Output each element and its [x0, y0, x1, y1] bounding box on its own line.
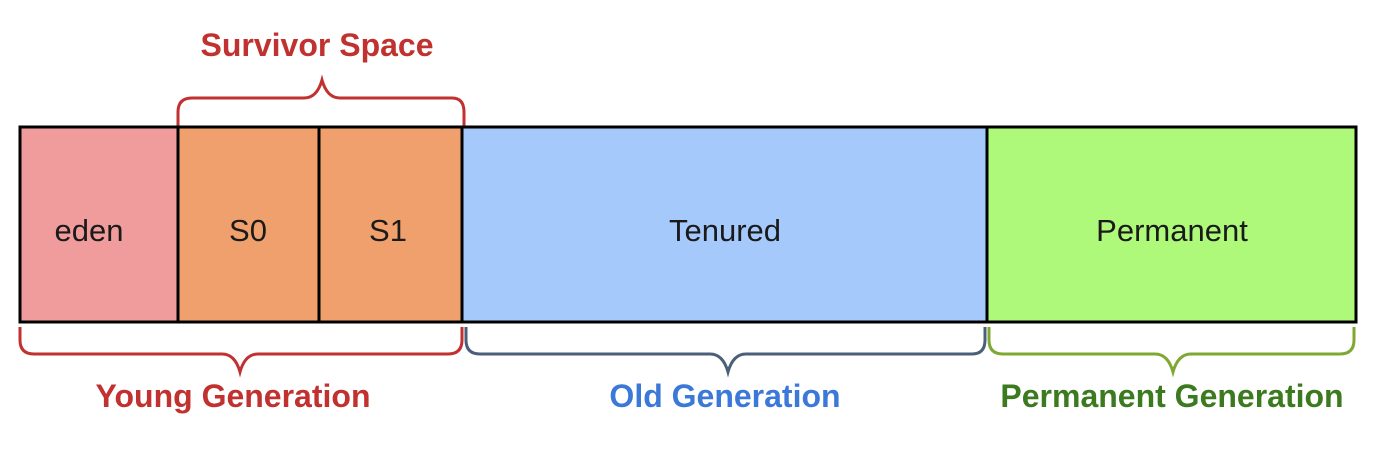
eden-segment [18, 125, 180, 324]
s1-segment [317, 125, 464, 324]
permanent-segment [985, 125, 1358, 324]
permanent-label: Permanent [1096, 213, 1248, 248]
s0-label: S0 [229, 213, 267, 248]
s0-segment [176, 125, 321, 324]
permanent-generation-label: Permanent Generation [1000, 378, 1343, 414]
heap-bar [18, 125, 1358, 324]
young-generation-label: Young Generation [96, 378, 371, 414]
old-generation-brace [464, 327, 987, 378]
young-generation-brace [18, 327, 464, 378]
s1-label: S1 [369, 213, 407, 248]
permanent-generation-brace [987, 327, 1356, 378]
eden-label: eden [55, 213, 124, 248]
tenured-label: Tenured [669, 213, 781, 248]
survivor-space-label: Survivor Space [201, 27, 434, 63]
old-generation-label: Old Generation [609, 378, 840, 414]
survivor-space-brace [176, 74, 466, 127]
tenured-segment [460, 125, 989, 324]
